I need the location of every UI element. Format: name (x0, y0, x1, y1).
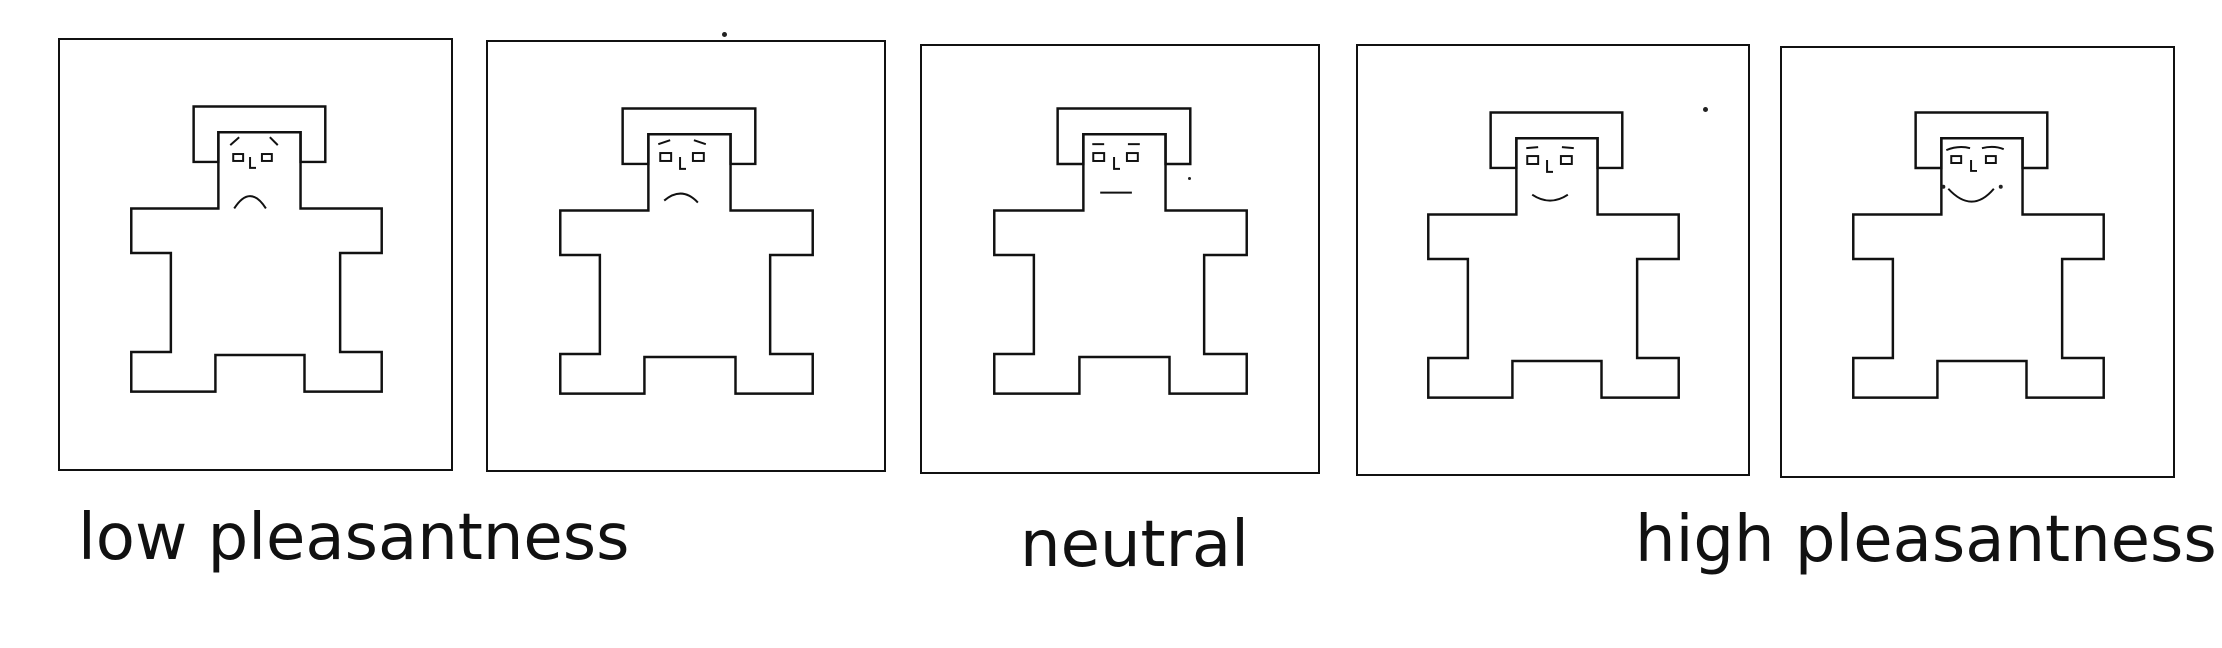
print-speck (1703, 107, 1708, 112)
sam-figure-4 (1427, 111, 1680, 399)
neutral-label: neutral (1020, 508, 1249, 582)
sam-figure-2 (559, 107, 814, 395)
print-speck (722, 32, 727, 37)
figure-body-outline (993, 133, 1248, 395)
print-speck (1188, 177, 1191, 180)
figure-body-outline (130, 131, 383, 393)
low-pleasantness-label: low pleasantness (78, 501, 630, 575)
sam-figure-3 (993, 107, 1248, 395)
sam-figure-panel-4 (1356, 44, 1750, 476)
face-unhappy-2 (657, 139, 707, 204)
high-pleasantness-label: high pleasantness (1635, 503, 2217, 577)
sam-figure-1 (130, 105, 383, 393)
face-happy-1 (1526, 146, 1574, 202)
figure-head-outline (192, 105, 327, 164)
sam-figure-5 (1852, 111, 2105, 399)
face-neutral (1092, 143, 1140, 194)
sam-figure-panel-1 (58, 38, 453, 471)
face-unhappy-1 (229, 136, 279, 210)
figure-head-outline (621, 107, 757, 166)
figure-body-outline (559, 132, 814, 395)
sam-figure-panel-2 (486, 40, 886, 472)
figure-body-outline (1427, 137, 1680, 399)
sam-figure-panel-3 (920, 44, 1320, 474)
figure-head-outline (1914, 111, 2049, 170)
figure-head-outline (1489, 111, 1624, 170)
face-cheek-dots (1941, 184, 2003, 189)
sam-figure-panel-5 (1780, 46, 2175, 478)
figure-head-outline (1056, 107, 1192, 166)
figure-body-outline (1852, 137, 2105, 399)
face-happy-2 (1945, 145, 2005, 203)
